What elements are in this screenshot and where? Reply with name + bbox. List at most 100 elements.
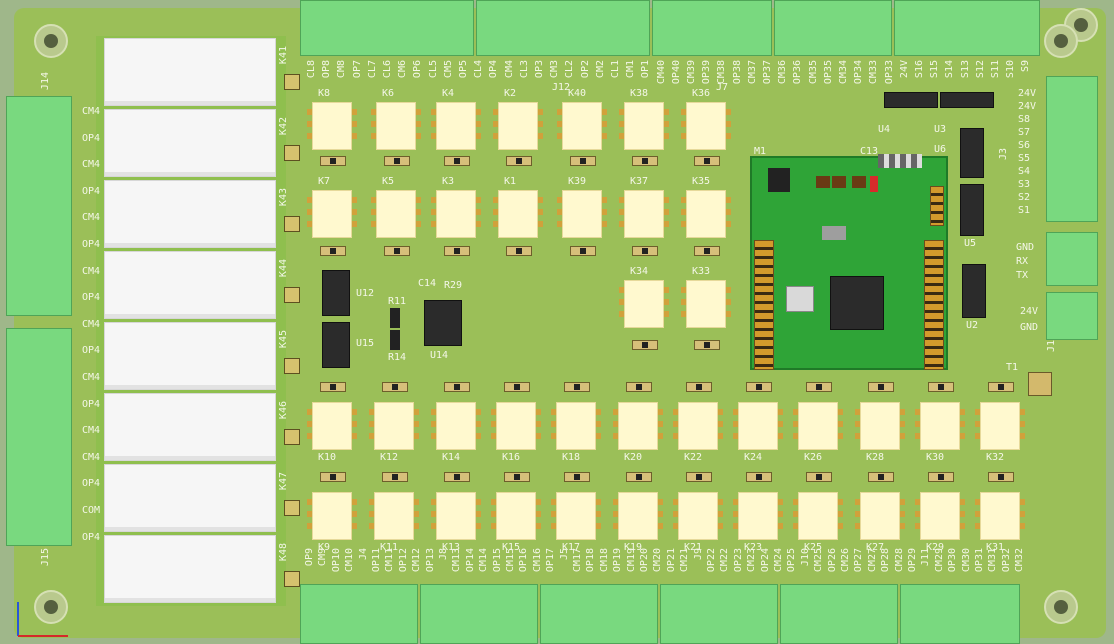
top-pin-label: S9: [1020, 60, 1032, 73]
bottom-pin-label: CM19: [625, 548, 637, 573]
bottom-pin-label: CM30: [960, 548, 972, 573]
ssr-label: K19: [624, 542, 643, 553]
diode: [384, 156, 410, 166]
top-pin-label: OP36: [792, 60, 804, 85]
ssr-relay: [431, 102, 481, 150]
relay-body: [104, 393, 276, 461]
diode: [506, 156, 532, 166]
ssr-label: K35: [692, 176, 711, 187]
bottom-pin-label: OP12: [397, 548, 409, 573]
ssr-relay: [557, 102, 607, 150]
bottom-pin-label: CM15: [505, 548, 516, 573]
bottom-pin-label: OP18: [585, 548, 597, 573]
left-pin-label: OP4: [82, 292, 101, 304]
pin-header-top: [930, 186, 944, 226]
right-pin-label: 24V: [1020, 306, 1039, 317]
bottom-pin-label: CM26: [840, 548, 851, 573]
ssr-relay: [307, 492, 357, 540]
left-pin-label: CM4: [82, 212, 101, 224]
bottom-pin-label: OP23: [732, 548, 744, 573]
diode: [632, 156, 658, 166]
left-pin-label: CM4: [82, 451, 101, 463]
relay-label: K45: [278, 330, 289, 349]
ssr-label: K33: [692, 266, 711, 277]
top-pin-label: CL4: [473, 60, 485, 79]
ssr-label: K21: [684, 542, 703, 553]
ssr-label: K7: [318, 176, 331, 187]
bottom-pin-label: CM24: [773, 548, 784, 573]
bottom-pin-label: CM23: [746, 548, 758, 573]
right-pin-label: S3: [1018, 179, 1031, 190]
left-pin-label: OP4: [82, 398, 101, 410]
ssr-relay: [793, 402, 843, 450]
diode: [504, 382, 530, 392]
ssr-label: K18: [562, 452, 581, 463]
bottom-pin-label: CM13: [451, 548, 463, 573]
diode: [686, 472, 712, 482]
ssr-relay: [369, 492, 419, 540]
top-pin-label: CL7: [366, 60, 378, 79]
resistor-r11: [390, 308, 400, 328]
top-pin-label: S11: [990, 60, 1001, 79]
ssr-relay: [431, 402, 481, 450]
ssr-relay: [613, 492, 663, 540]
ssr-label: K37: [630, 176, 649, 187]
top-pin-label: OP35: [822, 60, 834, 85]
diode: [686, 382, 712, 392]
terminal-block-bottom-6: [900, 584, 1020, 644]
bottom-pin-label: J9: [692, 548, 704, 561]
top-pin-label: OP38: [731, 60, 743, 85]
j1-label: J1: [1046, 340, 1057, 353]
right-pin-label: RX: [1016, 256, 1029, 267]
relay-label: K46: [278, 401, 289, 420]
top-pin-label: CM1: [625, 60, 637, 79]
ssr-relay: [371, 190, 421, 238]
relay-body: [104, 464, 276, 532]
top-pin-label: CM3: [549, 60, 561, 79]
bottom-pin-label: CM28: [893, 548, 905, 573]
top-pin-label: CM4: [503, 60, 515, 79]
diode: [632, 246, 658, 256]
smd-led: [870, 176, 878, 192]
terminal-block-top-3: [652, 0, 772, 56]
ic-u2: [962, 264, 986, 318]
terminal-block-right-2: [1046, 232, 1098, 286]
bottom-pin-label: CM12: [411, 548, 423, 573]
ssr-relay: [307, 190, 357, 238]
ssr-label: K4: [442, 88, 455, 99]
bottom-pin-label: OP21: [665, 548, 677, 573]
right-pin-label: S7: [1018, 127, 1031, 138]
diode: [506, 246, 532, 256]
j12-label: J12: [552, 82, 571, 93]
ssr-relay: [681, 190, 731, 238]
bottom-pin-label: OP20: [639, 548, 650, 573]
ssr-label: K31: [986, 542, 1005, 553]
diode: [384, 246, 410, 256]
right-pin-label: GND: [1016, 242, 1035, 253]
diode: [746, 472, 772, 482]
c13-label: C13: [860, 146, 879, 157]
terminal-block-top-4: [774, 0, 892, 56]
right-pin-label: 24V: [1018, 101, 1037, 112]
ssr-label: K38: [630, 88, 649, 99]
ssr-relay: [551, 492, 601, 540]
bottom-pin-label: CM20: [652, 548, 664, 573]
ssr-relay: [493, 102, 543, 150]
diode: [570, 246, 596, 256]
top-pin-label: CM2: [594, 60, 606, 79]
ic-u14: [424, 300, 462, 346]
left-pin-label: COM: [82, 505, 101, 516]
diode: [444, 246, 470, 256]
bottom-pin-label: OP9: [304, 548, 315, 567]
ssr-relay: [369, 402, 419, 450]
bottom-pin-label: CM18: [598, 548, 610, 573]
bottom-pin-label: OP31: [974, 548, 985, 573]
ssr-label: K27: [866, 542, 885, 553]
ssr-label: K39: [568, 176, 587, 187]
right-pin-label: TX: [1016, 270, 1029, 281]
diode: [806, 382, 832, 392]
ssr-label: K17: [562, 542, 581, 553]
relay-body: [104, 38, 276, 106]
top-pin-label: 24V: [898, 60, 910, 79]
terminal-block-top-5: [894, 0, 1040, 56]
